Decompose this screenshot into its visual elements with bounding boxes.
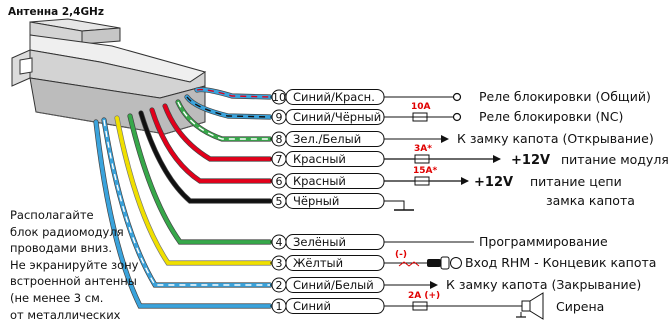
wire-stripe (186, 96, 271, 118)
pin-label: Зел./Белый (293, 132, 361, 146)
pin-label: Синий/Чёрный (293, 110, 381, 124)
wire (163, 104, 272, 161)
wire (139, 111, 272, 203)
pin-number: 10 (272, 91, 286, 104)
destination-label: Программирование (479, 234, 608, 249)
destination-label: Реле блокировки (Общий) (479, 89, 651, 104)
fuse-rating: 3A* (414, 144, 432, 154)
note-line: проводами вниз. (10, 241, 113, 256)
pin-label: Чёрный (293, 194, 339, 208)
pin-label: Синий (293, 299, 331, 313)
fuse-rating: 2A (+) (408, 291, 440, 301)
pin-label: Синий/Белый (293, 278, 374, 292)
pin-label: Зелёный (293, 235, 346, 249)
pin-number: 3 (276, 257, 283, 270)
polarity-mark (398, 261, 420, 267)
relay-terminal (452, 112, 462, 122)
antenna-label: Антенна 2,4GHz (8, 6, 104, 18)
note-line: (не менее 3 см. (10, 290, 104, 305)
connector-icon (427, 259, 441, 267)
pin-number: 8 (276, 133, 283, 146)
pin-number: 9 (276, 111, 283, 124)
fuse-rating: 15A* (413, 166, 437, 176)
pin-number: 6 (276, 175, 283, 188)
note-line: блок радиомодуля (10, 224, 124, 239)
pin-number: 7 (276, 153, 283, 166)
wire (115, 116, 272, 265)
destination-label: питание модуля (561, 152, 669, 167)
siren-icon (521, 300, 531, 312)
radio-module (11, 18, 207, 135)
relay-terminal (452, 92, 462, 102)
destination-label: К замку капота (Закрывание) (446, 277, 641, 292)
destination-label: Реле блокировки (NC) (479, 109, 623, 124)
hood-switch-icon (450, 257, 462, 269)
voltage-label: +12V (511, 153, 550, 168)
wire (128, 114, 272, 244)
wire-stripe (196, 88, 271, 98)
pin-label: Синий/Красн. (293, 90, 375, 104)
wire-stripe (177, 101, 270, 140)
ground-lead (384, 200, 405, 210)
fuse-rating: 10A (411, 102, 431, 112)
wire (150, 108, 272, 183)
destination-label: Сирена (556, 299, 604, 314)
polarity-label: (-) (395, 250, 407, 260)
note-line: встроенной антенны (10, 274, 137, 289)
pin-label: Жёлтый (293, 256, 343, 270)
destination-label: питание цепи (530, 174, 622, 189)
wire-stripe (103, 119, 270, 286)
wire (94, 120, 272, 308)
installation-note: Располагайте блок радиомодуля проводами … (10, 207, 180, 320)
pin-number: 1 (276, 300, 283, 313)
note-line: от металлических (10, 307, 121, 320)
pin-number: 5 (276, 195, 283, 208)
pin-label: Красный (293, 174, 346, 188)
pin-label: Красный (293, 152, 346, 166)
voltage-label: +12V (474, 175, 513, 190)
note-line: Не экранируйте зону (10, 257, 139, 272)
destinations: Реле блокировки (Общий) 10A Реле блокировк… (384, 89, 669, 320)
destination-label: Вход RHM - Концевик капота (465, 255, 656, 270)
siren-icon (529, 292, 544, 320)
hood-switch-icon (440, 256, 450, 270)
destination-label: К замку капота (Открывание) (457, 131, 654, 146)
pin-number: 2 (276, 279, 283, 292)
pin-number: 4 (276, 236, 283, 249)
wires (93, 87, 273, 309)
destination-label: замка капота (546, 193, 635, 208)
note-line: Располагайте (10, 208, 94, 222)
